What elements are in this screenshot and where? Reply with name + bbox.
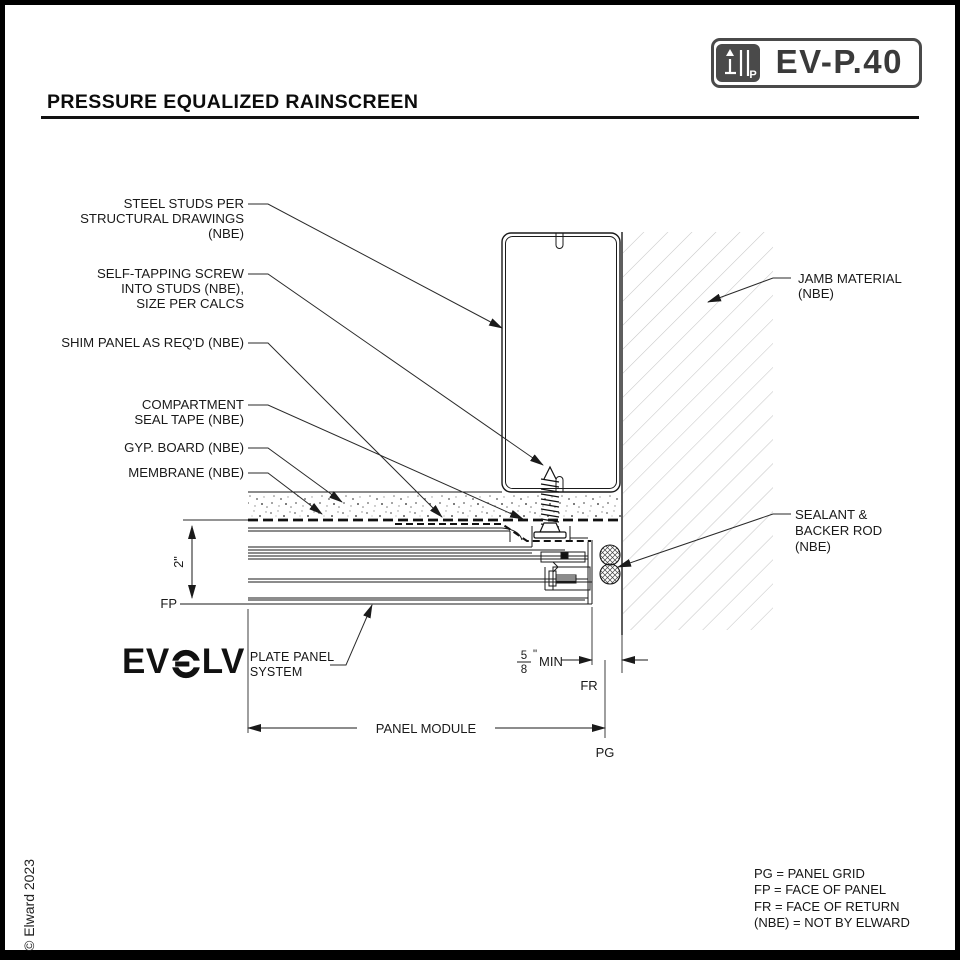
callout-gyp-board: GYP. BOARD (NBE)	[124, 440, 244, 455]
callout-self-tapping-1: SELF-TAPPING SCREW	[97, 266, 245, 281]
evolv-text-right: LV	[201, 642, 245, 681]
callout-sealant-1: SEALANT &	[795, 507, 868, 522]
callout-steel-studs-1: STEEL STUDS PER	[124, 196, 244, 211]
callout-labels: STEEL STUDS PER STRUCTURAL DRAWINGS (NBE…	[61, 196, 902, 554]
detail-number-badge: P EV-P.40	[710, 38, 922, 88]
dim-panel-module: PANEL MODULE	[247, 721, 606, 736]
panel-detail-icon: P	[715, 44, 760, 82]
evolv-tagline: PLATE PANEL SYSTEM	[250, 650, 334, 680]
evolv-text-left: EV	[122, 642, 170, 681]
leader-seal-tape	[248, 404, 524, 520]
leader-membrane	[248, 472, 323, 515]
leader-steel-studs	[248, 203, 503, 329]
dim-joint-unit: "	[533, 649, 537, 661]
callout-shim: SHIM PANEL AS REQ'D (NBE)	[61, 335, 244, 350]
marker-fp: FP	[160, 596, 177, 611]
evolv-o-glyph	[170, 649, 201, 678]
abbreviation-legend: PG = PANEL GRID FP = FACE OF PANEL FR = …	[754, 866, 910, 932]
callout-jamb-1: JAMB MATERIAL	[798, 271, 902, 286]
callout-seal-tape-2: SEAL TAPE (NBE)	[134, 412, 244, 427]
callout-self-tapping-3: SIZE PER CALCS	[136, 296, 244, 311]
evolv-tagline-line1: PLATE PANEL	[249, 650, 335, 664]
leader-sealant	[617, 513, 791, 568]
callout-jamb-2: (NBE)	[798, 286, 834, 301]
dim-joint-denominator: 8	[521, 664, 527, 676]
dim-joint-numerator: 5	[521, 650, 527, 662]
copyright-text: © Elward 2023	[21, 858, 37, 951]
leader-evolv	[330, 604, 373, 666]
dim-panel-depth: 2"	[171, 525, 196, 599]
legend-item-pg: PG = PANEL GRID	[754, 866, 865, 881]
detail-number: EV-P.40	[775, 43, 903, 80]
callout-membrane: MEMBRANE (NBE)	[128, 465, 244, 480]
leader-gyp-board	[248, 447, 343, 503]
sheet-title: PRESSURE EQUALIZED RAINSCREEN	[47, 91, 419, 113]
jamb-material-hatch	[621, 232, 773, 635]
gyp-board-band	[248, 491, 622, 518]
dim-joint: 5 8 " MIN	[517, 649, 648, 676]
legend-item-nbe: (NBE) = NOT BY ELWARD	[754, 915, 910, 931]
legend-item-fr: FR = FACE OF RETURN	[754, 898, 900, 914]
marker-pg: PG	[596, 745, 615, 760]
detail-drawing: 2" 5 8 " MIN PANEL MODULE FP FR PG STEEL…	[61, 196, 902, 760]
marker-fr: FR	[580, 678, 597, 693]
title-rule	[41, 116, 919, 119]
dim-joint-suffix: MIN	[539, 654, 563, 669]
panel-assembly	[180, 526, 593, 605]
callout-self-tapping-2: INTO STUDS (NBE),	[121, 281, 244, 296]
evolv-logo: EV LV PLATE PANEL SYSTEM	[122, 642, 334, 681]
callout-steel-studs-2: STRUCTURAL DRAWINGS	[80, 211, 244, 226]
leader-shim	[248, 342, 443, 518]
seal-tape-line	[395, 522, 591, 543]
badge-icon-letter: P	[749, 69, 757, 81]
dim-panel-depth-text: 2"	[171, 556, 186, 568]
leader-lines	[248, 203, 791, 666]
dim-panel-module-text: PANEL MODULE	[376, 721, 477, 736]
evolv-wordmark: EV LV	[122, 642, 245, 681]
callout-sealant-3: (NBE)	[795, 539, 831, 554]
leader-self-tapping	[248, 273, 544, 466]
panel-section-glyph	[724, 49, 749, 76]
callout-steel-studs-3: (NBE)	[208, 226, 244, 241]
callout-seal-tape-1: COMPARTMENT	[142, 397, 244, 412]
evolv-tagline-line2: SYSTEM	[249, 665, 303, 679]
extension-lines	[183, 519, 623, 738]
legend-item-fp: FP = FACE OF PANEL	[754, 882, 887, 898]
self-tapping-screw	[533, 465, 567, 539]
callout-sealant-2: BACKER ROD	[795, 523, 882, 538]
leader-jamb	[707, 277, 791, 303]
sealant-backer-rod	[599, 544, 621, 585]
steel-stud	[501, 232, 621, 493]
